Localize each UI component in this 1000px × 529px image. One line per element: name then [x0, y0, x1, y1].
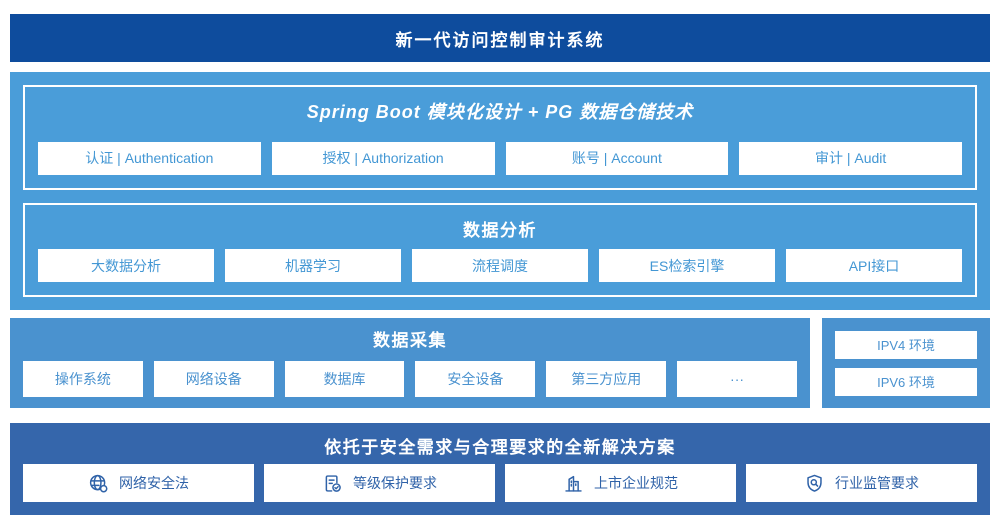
module-machine-learning: 机器学习 — [225, 249, 401, 282]
source-operating-system: 操作系统 — [23, 361, 143, 397]
data-collection-sources: 操作系统 网络设备 数据库 安全设备 第三方应用 ··· — [10, 361, 810, 408]
page-title: 新一代访问控制审计系统 — [395, 30, 605, 50]
module-account: 账号 | Account — [505, 141, 729, 175]
data-analysis-section: 数据分析 大数据分析 机器学习 流程调度 ES检索引擎 API接口 — [23, 202, 977, 297]
ip-environment-panel: IPV4 环境 IPV6 环境 — [822, 318, 990, 408]
platform-container: Spring Boot 模块化设计 + PG 数据仓储技术 认证 | Authe… — [10, 72, 990, 310]
document-check-icon — [322, 473, 343, 494]
shield-search-icon — [804, 473, 825, 494]
solution-cards: 网络安全法 等级保护要求 — [10, 464, 990, 515]
source-third-party-app: 第三方应用 — [546, 361, 667, 397]
card-label: 上市企业规范 — [594, 475, 678, 491]
source-database: 数据库 — [284, 361, 405, 397]
spring-boot-section: Spring Boot 模块化设计 + PG 数据仓储技术 认证 | Authe… — [23, 85, 977, 190]
module-authorization: 授权 | Authorization — [271, 141, 495, 175]
card-network-security-law: 网络安全法 — [23, 464, 254, 502]
card-listed-company-standard: 上市企业规范 — [505, 464, 736, 502]
card-industry-regulation: 行业监管要求 — [746, 464, 977, 502]
header-bar: 新一代访问控制审计系统 — [10, 14, 990, 62]
data-collection-title: 数据采集 — [373, 331, 447, 350]
source-security-device: 安全设备 — [415, 361, 536, 397]
card-classified-protection: 等级保护要求 — [264, 464, 495, 502]
ipv6-environment: IPV6 环境 — [835, 367, 977, 396]
source-more-ellipsis: ··· — [677, 361, 797, 397]
globe-icon — [88, 473, 109, 494]
card-label: 网络安全法 — [119, 475, 189, 491]
source-network-device: 网络设备 — [153, 361, 274, 397]
module-flow-scheduling: 流程调度 — [412, 249, 588, 282]
module-bigdata-analysis: 大数据分析 — [38, 249, 214, 282]
data-analysis-modules: 大数据分析 机器学习 流程调度 ES检索引擎 API接口 — [25, 249, 975, 295]
data-collection-section: 数据采集 操作系统 网络设备 数据库 安全设备 第三方应用 ··· — [10, 318, 810, 408]
data-analysis-title: 数据分析 — [463, 220, 537, 240]
module-es-search-engine: ES检索引擎 — [599, 249, 775, 282]
module-api-interface: API接口 — [786, 249, 962, 282]
card-label: 行业监管要求 — [835, 475, 919, 491]
module-audit: 审计 | Audit — [739, 141, 962, 175]
spring-boot-title: Spring Boot 模块化设计 + PG 数据仓储技术 — [306, 102, 694, 122]
spring-boot-modules: 认证 | Authentication 授权 | Authorization 账… — [25, 141, 975, 188]
module-authentication: 认证 | Authentication — [38, 141, 261, 175]
card-label: 等级保护要求 — [353, 475, 437, 491]
solution-section: 依托于安全需求与合理要求的全新解决方案 网络安全法 — [10, 423, 990, 515]
ipv4-environment: IPV4 环境 — [835, 330, 977, 359]
building-icon — [563, 473, 584, 494]
solution-title: 依托于安全需求与合理要求的全新解决方案 — [324, 438, 676, 457]
